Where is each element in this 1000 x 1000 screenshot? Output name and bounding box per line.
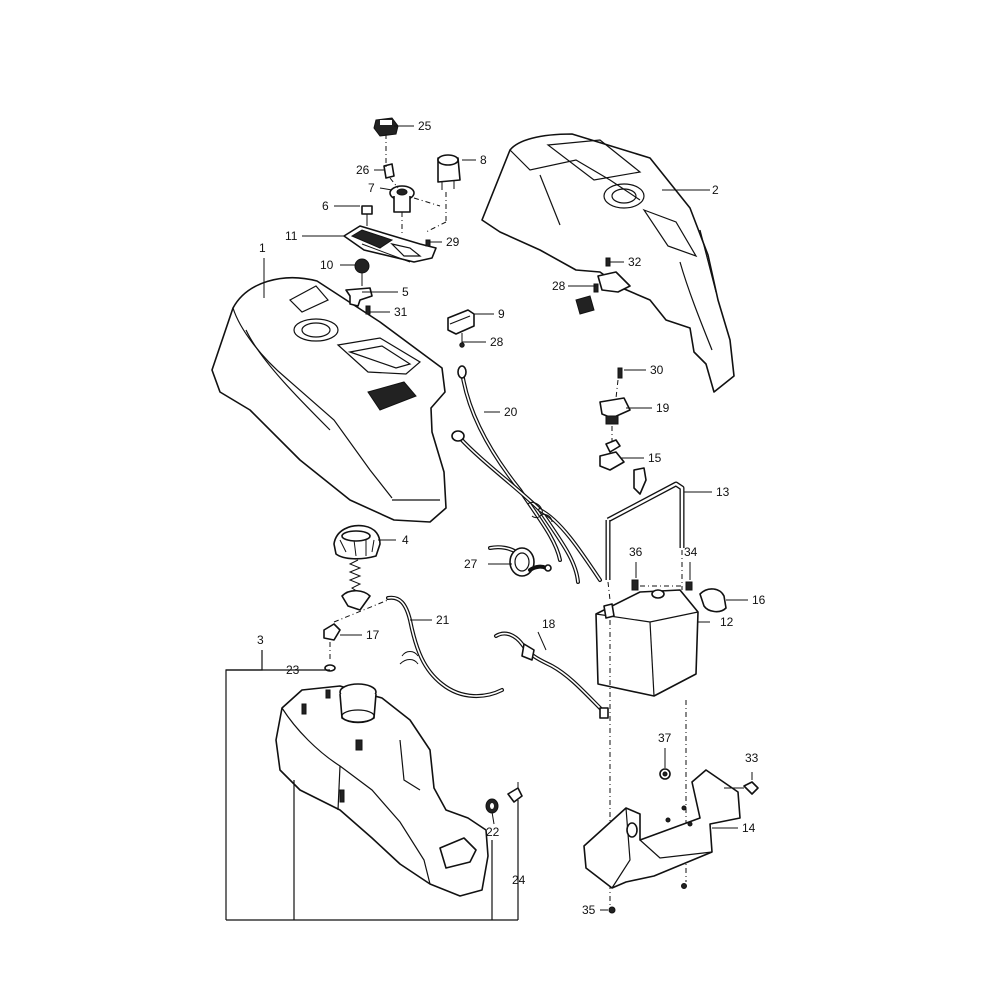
callout-5: 5: [402, 285, 409, 299]
battery: [595, 579, 727, 908]
callout-8: 8: [480, 153, 487, 167]
power-socket: [599, 367, 647, 495]
callout-23: 23: [286, 663, 300, 677]
callout-35: 35: [582, 903, 596, 917]
callout-13: 13: [716, 485, 730, 499]
callout-11: 11: [285, 229, 298, 243]
battery-tray: [583, 768, 759, 914]
callout-29: 29: [446, 235, 460, 249]
callout-15: 15: [648, 451, 662, 465]
fuel-line: [494, 631, 609, 719]
callout-33: 33: [745, 751, 759, 765]
callout-32: 32: [628, 255, 642, 269]
callout-31: 31: [394, 305, 408, 319]
callout-34: 34: [684, 545, 698, 559]
callout-30: 30: [650, 363, 664, 377]
dash-panel: [343, 225, 437, 263]
callout-1: 1: [259, 241, 266, 255]
callout-22: 22: [486, 825, 500, 839]
callout-20: 20: [504, 405, 518, 419]
battery-hold-rod: [605, 481, 685, 601]
fender-hardware: [575, 257, 631, 315]
callout-16: 16: [752, 593, 766, 607]
callout-12: 12: [720, 615, 734, 629]
wire-harness: [451, 365, 602, 584]
grommet-and-fitting: [485, 782, 523, 814]
callout-24: 24: [512, 873, 526, 887]
callout-2: 2: [712, 183, 719, 197]
callout-21: 21: [436, 613, 450, 627]
callout-37: 37: [658, 731, 672, 745]
front-console-hood: [211, 277, 447, 523]
relay: [447, 309, 475, 348]
group-brackets: [225, 650, 519, 921]
callout-18: 18: [542, 617, 556, 631]
callout-6: 6: [322, 199, 329, 213]
callout-19: 19: [656, 401, 670, 415]
fuel-tank: [275, 683, 489, 897]
callout-14: 14: [742, 821, 756, 835]
small-clip: [383, 163, 395, 179]
callout-17: 17: [366, 628, 380, 642]
callout-28-fender: 28: [552, 279, 566, 293]
callout-27: 27: [464, 557, 478, 571]
callout-3: 3: [257, 633, 264, 647]
callout-labels: 1 2 3 4 5 6 7 8 9 10 11 12 13 14 15 16 1…: [257, 119, 766, 917]
callout-25: 25: [418, 119, 432, 133]
callout-36: 36: [629, 545, 643, 559]
callout-7: 7: [368, 181, 375, 195]
callout-9: 9: [498, 307, 505, 321]
callout-4: 4: [402, 533, 409, 547]
fuel-fitting-and-hose: [323, 595, 504, 699]
callout-28-relay: 28: [490, 335, 504, 349]
callout-10: 10: [320, 258, 334, 272]
fuel-cap: [333, 524, 381, 611]
switch-stack: [343, 117, 461, 315]
leader-lines: [263, 125, 753, 911]
coil-connector: [488, 545, 552, 577]
callout-26: 26: [356, 163, 370, 177]
